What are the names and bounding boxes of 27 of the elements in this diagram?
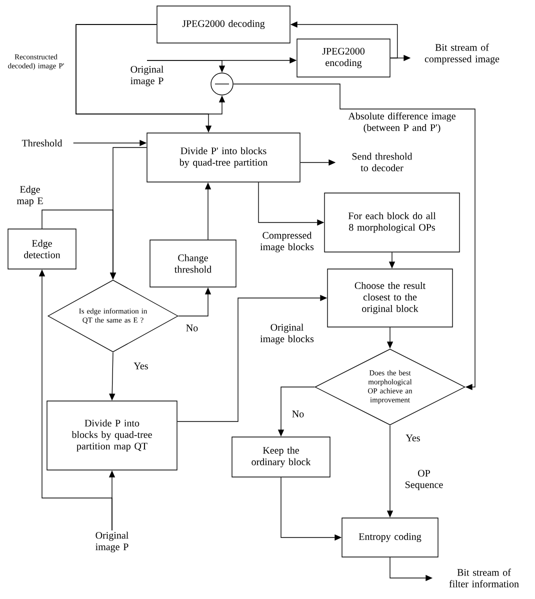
- edge-label: Yes: [400, 434, 426, 442]
- process-box: Edge detection: [8, 228, 76, 270]
- annotation: Edge map E: [16, 186, 43, 206]
- edge-label: Absolute difference image (between P and P'): [341, 111, 463, 134]
- edge-label: Yes: [128, 362, 154, 370]
- flow-text: Send threshold to decoder: [352, 152, 412, 172]
- subtractor-circle: [210, 72, 234, 96]
- process-box: Entropy coding: [342, 518, 438, 558]
- annotation: OP Sequence: [406, 470, 443, 490]
- process-box: Divide P' into blocks by quad-tree partition: [146, 132, 300, 182]
- edge-label: Original image blocks: [251, 322, 323, 346]
- arrow: [233, 84, 476, 390]
- flow-text: Bit stream of filter information: [449, 568, 519, 588]
- flow-text: Original image P: [96, 532, 128, 552]
- process-box: Keep the ordinary block: [232, 436, 330, 478]
- process-box: JPEG2000 decoding: [156, 6, 290, 44]
- process-box: Choose the result closest to the original block: [327, 268, 453, 328]
- process-box: For each block do all 8 morphological OPs: [324, 192, 460, 252]
- flow-text: Original image P: [130, 66, 164, 86]
- flow-text: Bit stream of compressed image: [424, 44, 500, 64]
- process-box: JPEG2000 encoding: [296, 38, 390, 78]
- process-box: Change threshold: [150, 240, 236, 288]
- process-box: Divide P into blocks by quad-tree partition map QT: [46, 400, 178, 470]
- flow-text: Threshold: [22, 139, 62, 147]
- edge-label: Compressed image blocks: [251, 230, 323, 254]
- edge-label: No: [287, 410, 309, 418]
- edge-label: No: [181, 324, 203, 332]
